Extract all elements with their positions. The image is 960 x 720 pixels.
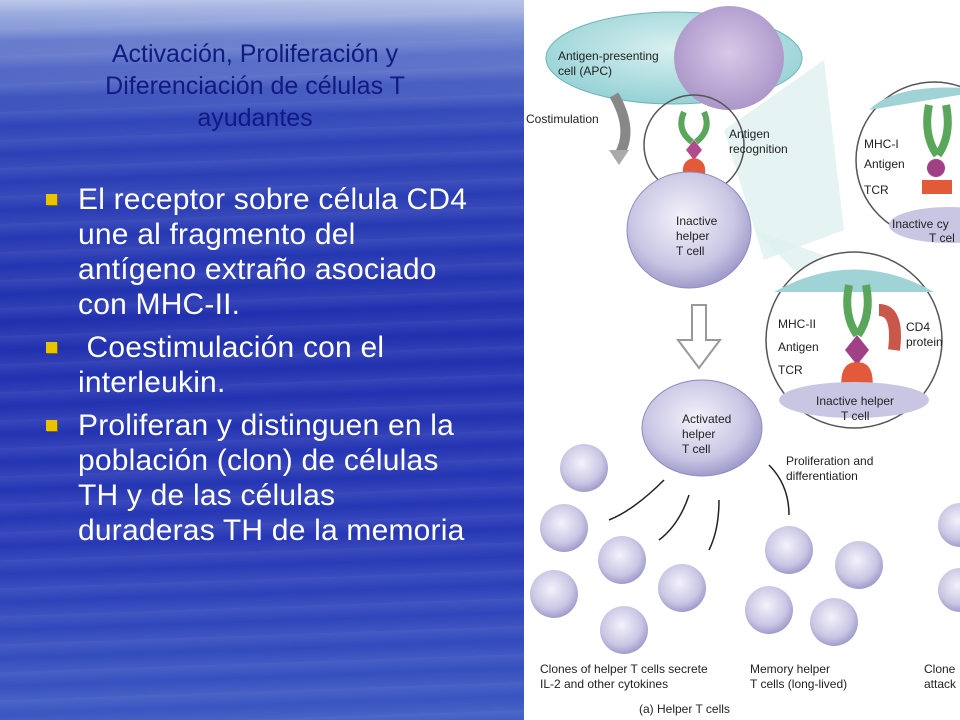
bullet-item: El receptor sobre célula CD4 une al frag… xyxy=(40,182,480,322)
svg-text:TCR: TCR xyxy=(778,363,803,377)
svg-text:T cel: T cel xyxy=(929,231,955,245)
slide-title: Activación, Proliferación y Diferenciaci… xyxy=(20,38,490,134)
svg-text:T cells (long-lived): T cells (long-lived) xyxy=(750,677,847,691)
svg-text:(a) Helper T cells: (a) Helper T cells xyxy=(639,702,730,716)
bullet-list: El receptor sobre célula CD4 une al frag… xyxy=(40,182,480,556)
apc-nucleus xyxy=(674,6,784,110)
bullet-text: Coestimulación con el interleukin. xyxy=(78,331,393,399)
svg-text:CD4: CD4 xyxy=(906,320,930,334)
svg-text:helper: helper xyxy=(682,427,715,441)
svg-text:T cell: T cell xyxy=(682,442,710,456)
svg-text:Inactive: Inactive xyxy=(676,214,718,228)
svg-text:Antigen: Antigen xyxy=(864,157,905,171)
svg-text:T cell: T cell xyxy=(841,409,869,423)
svg-text:Clone: Clone xyxy=(924,662,956,676)
activated-helper-cell xyxy=(641,379,763,477)
svg-text:Antigen: Antigen xyxy=(729,127,770,141)
svg-text:Costimulation: Costimulation xyxy=(526,112,599,126)
svg-text:MHC-I: MHC-I xyxy=(864,137,899,151)
svg-text:Memory helper: Memory helper xyxy=(750,662,830,676)
svg-text:TCR: TCR xyxy=(864,183,889,197)
down-arrow-icon xyxy=(676,304,722,370)
svg-text:Inactive helper: Inactive helper xyxy=(816,394,894,408)
svg-text:Activated: Activated xyxy=(682,412,731,426)
bullet-text: Proliferan y distinguen en la población … xyxy=(78,409,465,547)
svg-text:Antigen: Antigen xyxy=(778,340,819,354)
costimulation-arrow xyxy=(609,92,631,158)
square-bullet-icon xyxy=(46,194,57,205)
title-line-3: ayudantes xyxy=(197,104,313,132)
bullet-text: El receptor sobre célula CD4 une al frag… xyxy=(78,183,468,321)
inactive-helper-cell xyxy=(626,171,752,289)
svg-text:helper: helper xyxy=(676,229,709,243)
title-line-2: Diferenciación de células T xyxy=(105,72,405,100)
svg-text:cell (APC): cell (APC) xyxy=(558,64,612,78)
svg-text:protein: protein xyxy=(906,335,943,349)
square-bullet-icon xyxy=(46,420,57,431)
svg-text:recognition: recognition xyxy=(729,142,788,156)
bullet-item: Proliferan y distinguen en la población … xyxy=(40,408,480,548)
bullet-item: Coestimulación con el interleukin. xyxy=(40,330,480,400)
svg-text:Antigen-presenting: Antigen-presenting xyxy=(558,49,659,63)
svg-text:Proliferation and: Proliferation and xyxy=(786,454,873,468)
square-bullet-icon xyxy=(46,342,57,353)
svg-text:MHC-II: MHC-II xyxy=(778,317,816,331)
svg-text:IL-2 and other cytokines: IL-2 and other cytokines xyxy=(540,677,668,691)
svg-text:T cell: T cell xyxy=(676,244,704,258)
svg-text:attack: attack xyxy=(924,677,957,691)
title-line-1: Activación, Proliferación y xyxy=(111,40,399,68)
t-cell-activation-figure: Antigen-presenting cell (APC) Costimulat… xyxy=(524,0,960,720)
svg-text:Inactive cy: Inactive cy xyxy=(892,217,949,231)
svg-text:Clones of helper T cells secre: Clones of helper T cells secrete xyxy=(540,662,708,676)
zoom-wedge xyxy=(724,60,844,260)
svg-text:differentiation: differentiation xyxy=(786,469,858,483)
